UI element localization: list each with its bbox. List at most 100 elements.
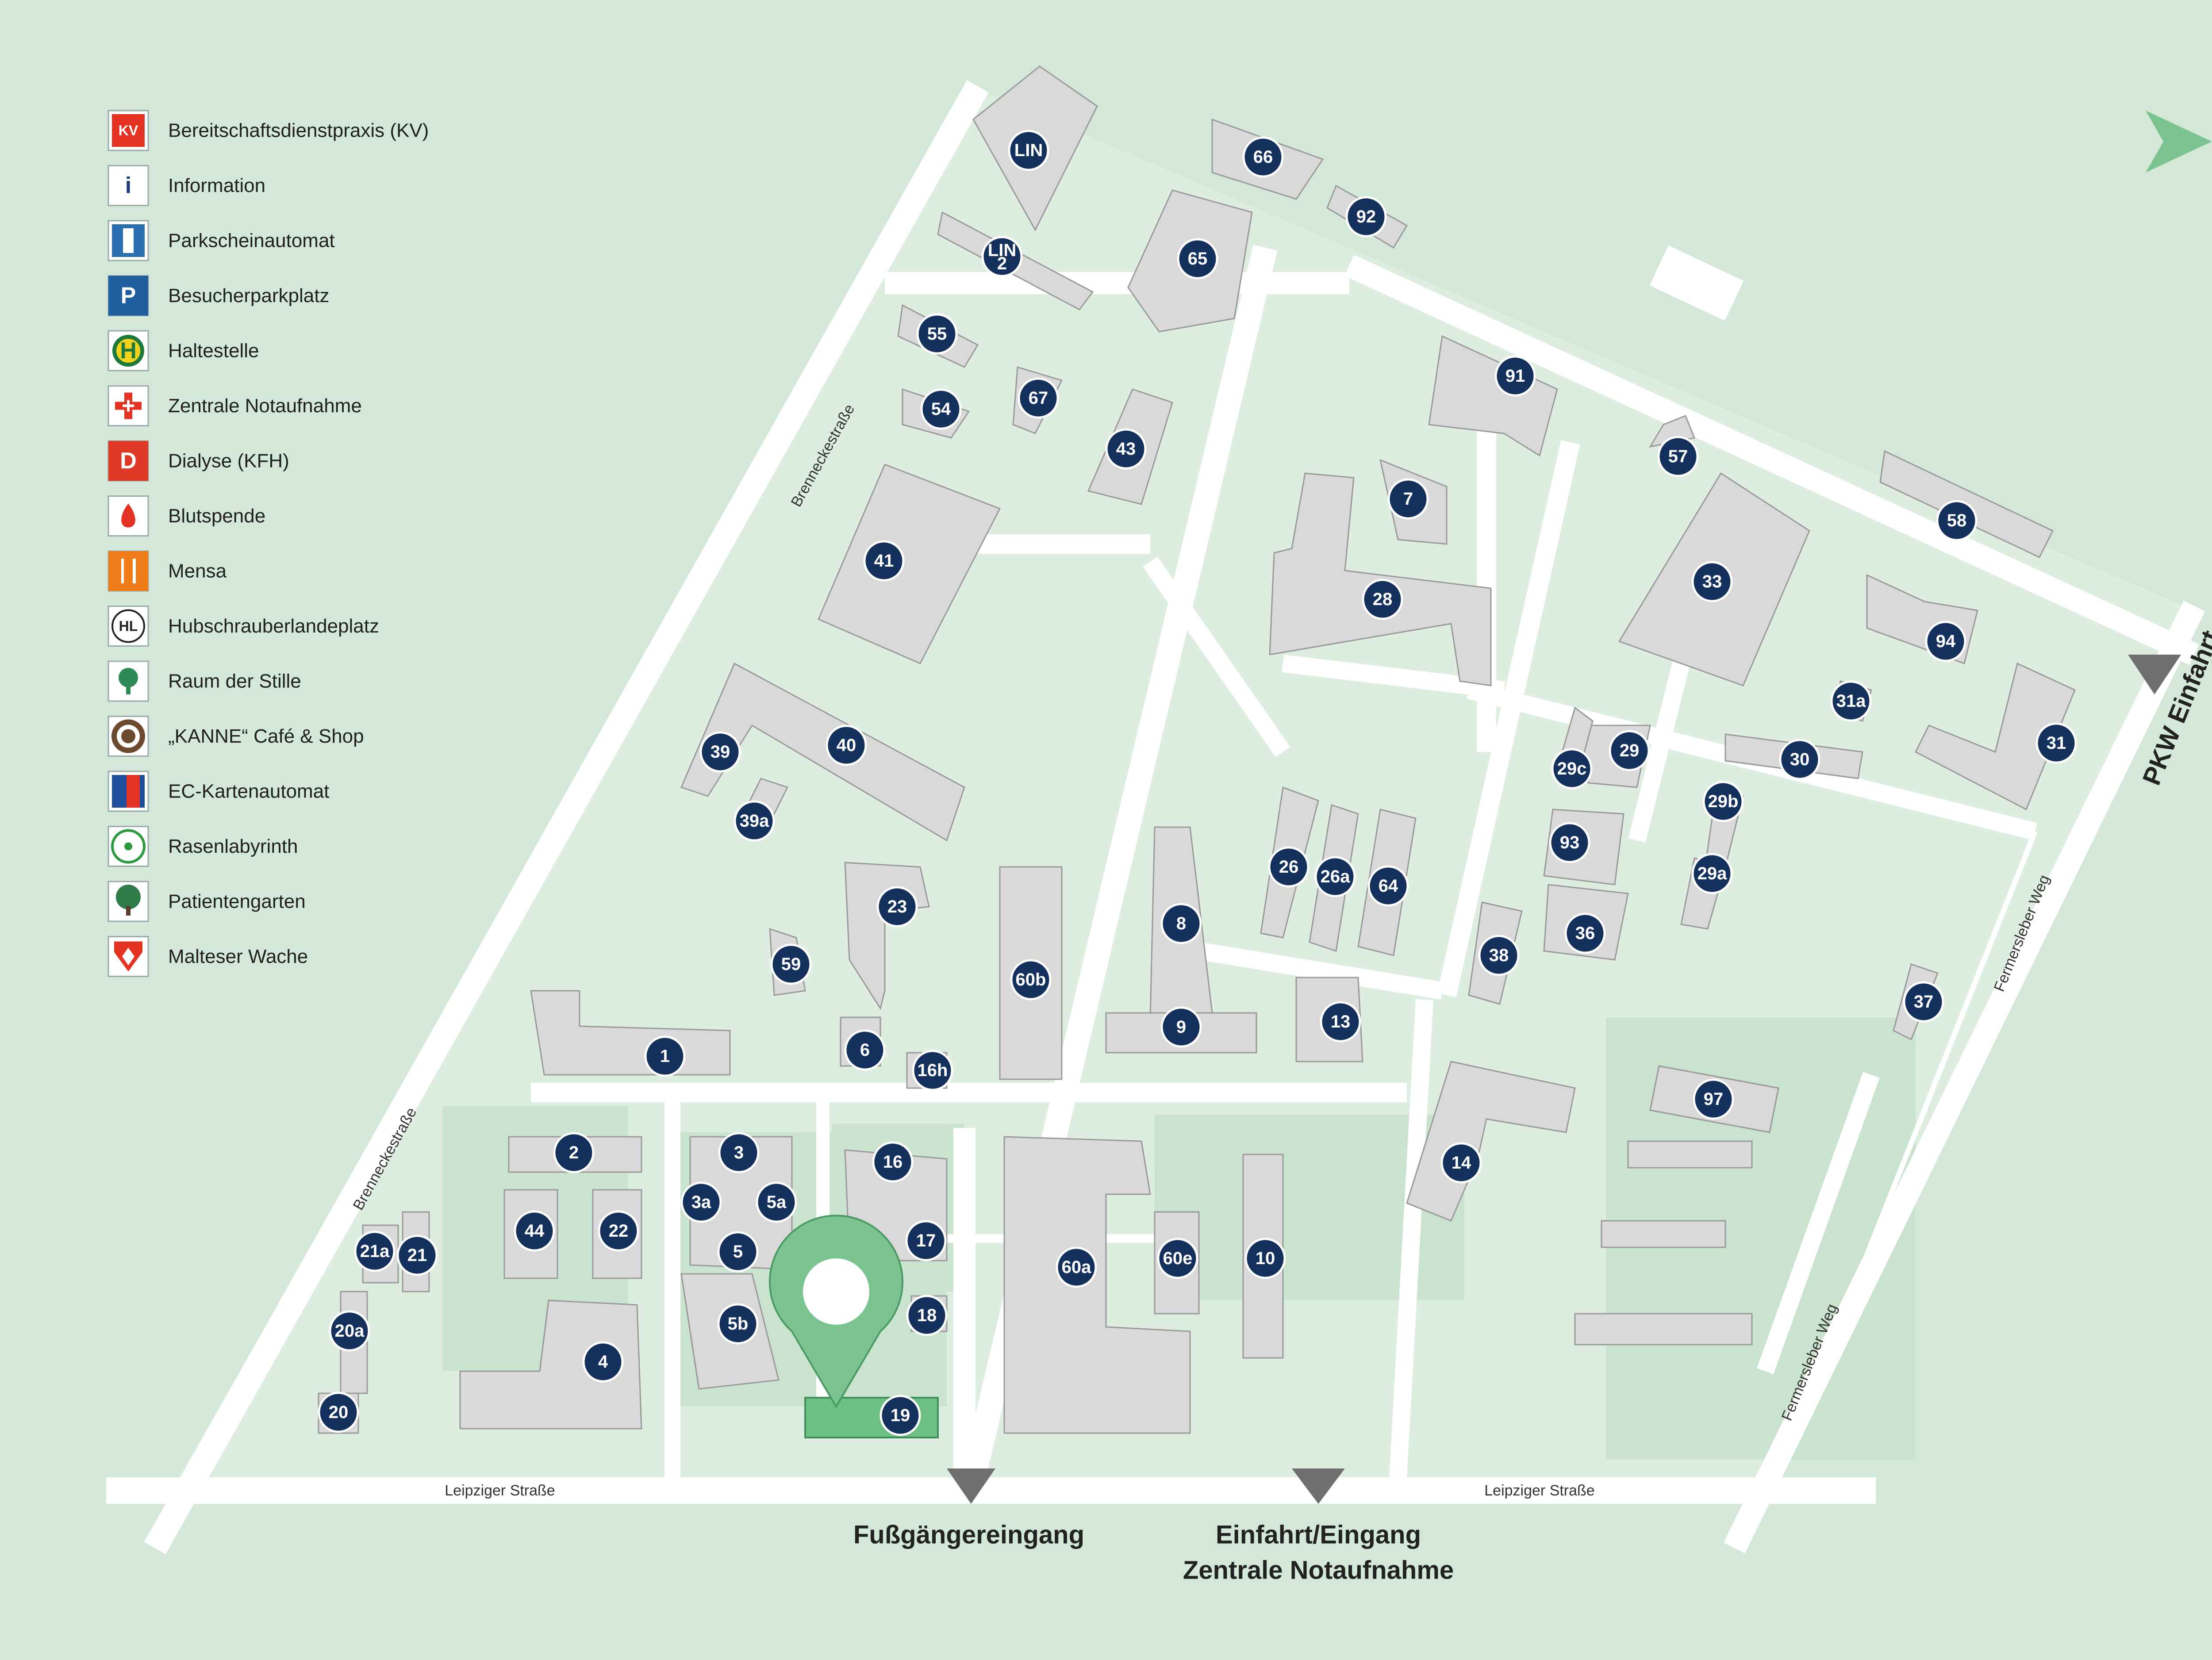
building-41 bbox=[818, 464, 1001, 664]
building-badge[interactable]: 18 bbox=[906, 1295, 948, 1336]
badge-circle bbox=[1056, 1246, 1097, 1288]
badge-label: 23 bbox=[887, 897, 907, 916]
building-badge[interactable]: 22 bbox=[598, 1210, 639, 1252]
building-badge[interactable]: 5b bbox=[717, 1303, 759, 1345]
building-badge[interactable]: 36 bbox=[1564, 912, 1606, 954]
building-badge[interactable]: 26a bbox=[1314, 856, 1356, 897]
building-badge[interactable]: 6 bbox=[844, 1029, 886, 1071]
badge-circle bbox=[598, 1210, 639, 1252]
building-badge[interactable]: 55 bbox=[916, 313, 958, 355]
building-badge[interactable]: 28 bbox=[1362, 579, 1403, 620]
badge-circle bbox=[1320, 1001, 1361, 1043]
building-badge[interactable]: 92 bbox=[1345, 196, 1387, 238]
building-badge[interactable]: 2 bbox=[553, 1132, 595, 1173]
building-badge[interactable]: 41 bbox=[863, 540, 905, 582]
badge-label: 92 bbox=[1356, 207, 1376, 226]
building-badge[interactable]: 7 bbox=[1387, 478, 1429, 520]
building-badge[interactable]: 94 bbox=[1925, 621, 1966, 662]
badge-circle bbox=[906, 1295, 948, 1336]
legend-icon-glyph: D bbox=[120, 448, 137, 474]
building-badge[interactable]: 44 bbox=[514, 1210, 555, 1252]
building-badge[interactable]: 97 bbox=[1693, 1078, 1734, 1120]
building-badge[interactable]: 38 bbox=[1478, 935, 1520, 976]
building-badge[interactable]: 16 bbox=[872, 1141, 914, 1183]
building-badge[interactable]: 39 bbox=[699, 731, 741, 773]
building-badge[interactable]: 67 bbox=[1018, 377, 1059, 419]
building-badge[interactable]: 20 bbox=[318, 1392, 359, 1433]
building-badge[interactable]: LIN bbox=[1008, 130, 1049, 171]
badge-label: 16 bbox=[883, 1152, 903, 1172]
building-badge[interactable]: 21 bbox=[396, 1234, 438, 1276]
badge-label: LIN bbox=[988, 241, 1016, 260]
building-badge[interactable]: 57 bbox=[1657, 436, 1699, 477]
building-badge[interactable]: 43 bbox=[1105, 428, 1147, 470]
badge-label: 20a bbox=[335, 1321, 365, 1341]
building-badge[interactable]: 10 bbox=[1244, 1238, 1286, 1279]
building-badge[interactable]: 66 bbox=[1242, 136, 1284, 178]
building-badge[interactable]: 29a bbox=[1691, 853, 1733, 894]
building-badge[interactable]: 29c bbox=[1551, 748, 1593, 790]
building-badge[interactable]: 5 bbox=[717, 1231, 759, 1273]
badge-circle bbox=[844, 1029, 886, 1071]
building-badge[interactable]: 9 bbox=[1160, 1006, 1202, 1048]
building-badge[interactable]: 93 bbox=[1549, 822, 1590, 863]
badge-label: 30 bbox=[1790, 750, 1810, 769]
building-badge[interactable]: 14 bbox=[1440, 1142, 1482, 1184]
building-badge[interactable]: 39a bbox=[733, 800, 775, 842]
building-badge[interactable]: 3 bbox=[718, 1132, 760, 1173]
building-badge[interactable]: 54 bbox=[920, 388, 962, 430]
badge-circle bbox=[1345, 196, 1387, 238]
building-badge[interactable]: 40 bbox=[826, 725, 867, 766]
legend-label: EC-Kartenautomat bbox=[168, 781, 329, 802]
building-badge[interactable]: 37 bbox=[1903, 981, 1944, 1023]
building-badge[interactable]: 21a bbox=[354, 1231, 396, 1272]
building-badge[interactable]: 8 bbox=[1160, 903, 1202, 944]
badge-label: 2 bbox=[997, 254, 1007, 273]
badge-circle bbox=[1157, 1238, 1198, 1279]
building-badge[interactable]: 1 bbox=[644, 1035, 686, 1077]
building-badge[interactable]: 26 bbox=[1268, 846, 1310, 888]
legend-item: Patientengarten bbox=[108, 881, 306, 922]
building-badge[interactable]: 29b bbox=[1702, 781, 1744, 822]
building-badge[interactable]: 65 bbox=[1177, 238, 1218, 280]
building-badge[interactable]: 60a bbox=[1056, 1246, 1097, 1288]
building-badge[interactable]: 5a bbox=[756, 1181, 797, 1223]
building-badge[interactable]: 64 bbox=[1367, 865, 1409, 907]
building-badge[interactable]: 23 bbox=[876, 886, 918, 928]
badge-circle bbox=[718, 1132, 760, 1173]
building-badge[interactable]: 31a bbox=[1830, 680, 1872, 722]
building-badge[interactable]: 3a bbox=[680, 1181, 722, 1223]
badge-circle bbox=[920, 388, 962, 430]
legend-label: Bereitschaftsdienstpraxis (KV) bbox=[168, 120, 429, 142]
badge-circle bbox=[916, 313, 958, 355]
badge-circle bbox=[1564, 912, 1606, 954]
badge-circle bbox=[1936, 500, 1978, 541]
building-badge[interactable]: 58 bbox=[1936, 500, 1978, 541]
badge-label: 38 bbox=[1489, 946, 1509, 965]
cafeteria-icon bbox=[108, 550, 149, 592]
north-arrow-icon bbox=[2146, 111, 2212, 173]
building-annex-1 bbox=[1627, 1140, 1753, 1169]
building-badge[interactable]: 33 bbox=[1691, 561, 1733, 602]
building-badge[interactable]: 91 bbox=[1494, 355, 1536, 397]
legend-label: Information bbox=[168, 175, 265, 196]
badge-label: 40 bbox=[837, 736, 856, 755]
building-badge[interactable]: 17 bbox=[905, 1220, 947, 1261]
building-badge[interactable]: 30 bbox=[1779, 739, 1820, 780]
building-badge[interactable]: 29 bbox=[1609, 730, 1650, 771]
brennecke-strasse bbox=[144, 80, 989, 1554]
building-badge[interactable]: 16h bbox=[912, 1050, 953, 1091]
building-badge[interactable]: 20a bbox=[329, 1310, 370, 1352]
building-badge[interactable]: 59 bbox=[770, 943, 812, 985]
building-badge[interactable]: 60b bbox=[1010, 959, 1052, 1001]
legend-label: Hubschrauberlandeplatz bbox=[168, 615, 379, 637]
building-badge[interactable]: 19 bbox=[879, 1395, 921, 1436]
building-badge[interactable]: 31 bbox=[2035, 722, 2077, 764]
badge-circle bbox=[1925, 621, 1966, 662]
building-badge[interactable]: 13 bbox=[1320, 1001, 1361, 1043]
legend-item: Rasenlabyrinth bbox=[108, 826, 298, 867]
building-badge[interactable]: 4 bbox=[582, 1341, 624, 1383]
building-badge[interactable]: 60e bbox=[1157, 1238, 1198, 1279]
